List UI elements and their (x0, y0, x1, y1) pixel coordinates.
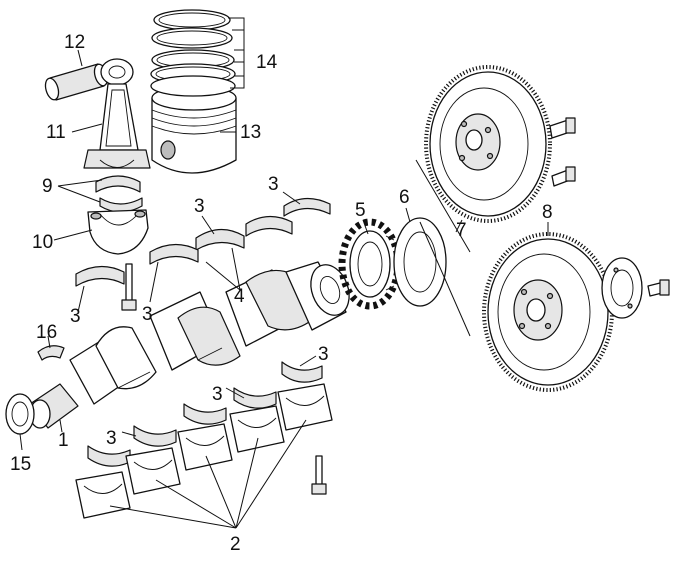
piston-rings (150, 9, 236, 97)
callout-3-center-left: 3 (142, 304, 153, 325)
crankshaft (29, 261, 350, 429)
callout-11: 11 (46, 122, 66, 143)
callout-3-mid: 3 (212, 384, 223, 405)
callout-4: 4 (234, 286, 245, 307)
callout-14: 14 (256, 52, 278, 73)
rod-bearing-shells (95, 175, 143, 213)
main-bearing-caps (75, 383, 333, 519)
callout-12: 12 (64, 32, 85, 53)
callout-15: 15 (10, 454, 31, 475)
callout-1: 1 (58, 430, 69, 451)
callout-3-left: 3 (70, 306, 81, 327)
callout-8: 8 (542, 202, 553, 223)
callout-3-right: 3 (318, 344, 329, 365)
piston (151, 85, 237, 174)
connecting-rod (83, 58, 151, 169)
leader-lines (19, 17, 549, 529)
callout-10: 10 (32, 232, 53, 253)
rear-seal-carrier (385, 217, 447, 307)
callout-7: 7 (456, 220, 467, 241)
flywheel-upper (424, 65, 552, 223)
flywheel-lower (482, 232, 614, 392)
front-oil-seal (5, 393, 35, 435)
lower-main-bearing-shells (87, 361, 323, 467)
spacer-bolt (647, 279, 670, 297)
callout-3-lower-left: 3 (106, 428, 117, 449)
callout-3-top-right: 3 (268, 174, 279, 195)
upper-main-bearing-shells (75, 197, 331, 287)
callout-labels: 12 11 9 10 14 13 3 3 3 3 4 5 6 7 8 16 3 … (10, 32, 553, 555)
callout-13: 13 (240, 122, 261, 143)
connecting-rod-cap (87, 209, 149, 255)
callout-2: 2 (230, 534, 241, 555)
woodruff-key (37, 345, 65, 361)
cap-bolt (121, 263, 137, 311)
callout-6: 6 (399, 187, 410, 208)
flywheel-spacer-plate (601, 257, 643, 319)
callout-3-top-middle: 3 (194, 196, 205, 217)
callout-16: 16 (36, 322, 57, 343)
reluctor-ring (338, 218, 402, 310)
callout-9: 9 (42, 176, 53, 197)
callout-5: 5 (355, 200, 366, 221)
flywheel-bolts (549, 117, 576, 187)
main-cap-bolt (311, 455, 327, 495)
piston-pin (44, 63, 109, 101)
